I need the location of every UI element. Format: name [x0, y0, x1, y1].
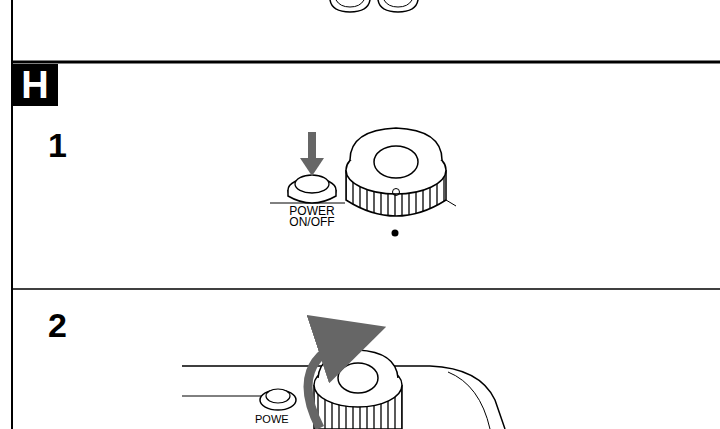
button-label: POWER ON/OFF [284, 206, 340, 229]
step-number: 2 [48, 308, 67, 342]
button-label: POWE [255, 414, 289, 425]
section-letter: H [21, 66, 48, 104]
section-badge: H [12, 64, 58, 106]
step-number: 1 [48, 128, 67, 162]
